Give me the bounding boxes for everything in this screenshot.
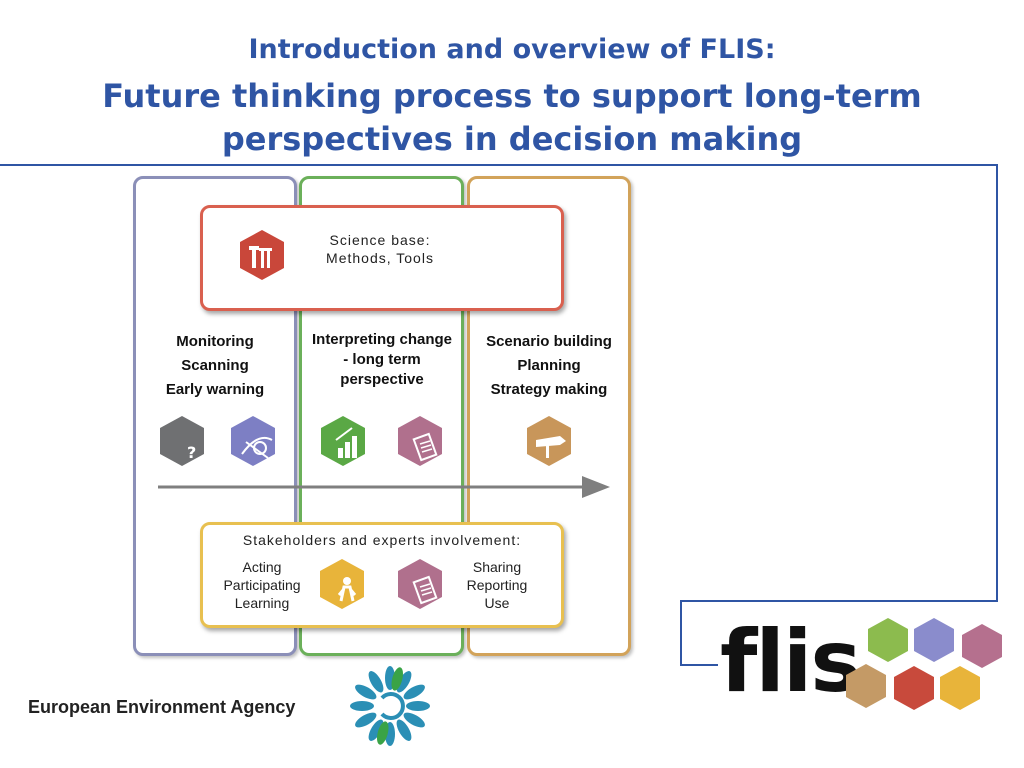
svg-text:?: ? bbox=[187, 443, 196, 462]
heading-line: Early warning bbox=[165, 381, 265, 398]
column-heading-monitoring: Monitoring Scanning Early warning bbox=[140, 330, 290, 402]
title-line-2b: perspectives in decision making bbox=[221, 120, 803, 158]
growth-chart-icon bbox=[321, 416, 365, 466]
eea-logo-icon bbox=[350, 666, 430, 746]
flis-hexagons-logo bbox=[846, 618, 1002, 710]
heading-line: - long term bbox=[343, 351, 421, 368]
flis-logo-text: flis bbox=[720, 612, 862, 712]
heading-line: perspective bbox=[340, 371, 424, 388]
heading-line: Interpreting change bbox=[311, 331, 453, 348]
stakeholders-right-list: Sharing Reporting Use bbox=[452, 558, 542, 612]
title-line-2a: Future thinking process to support long-… bbox=[102, 77, 922, 115]
column-heading-interpreting: Interpreting change - long term perspect… bbox=[300, 330, 464, 390]
agency-name: European Environment Agency bbox=[28, 697, 296, 717]
science-base-title: Science base: bbox=[329, 232, 431, 248]
list-item: Reporting bbox=[466, 577, 528, 593]
frame-line-left-drop bbox=[680, 600, 682, 666]
heading-line: Scenario building bbox=[486, 333, 612, 350]
title-line-2: Future thinking process to support long-… bbox=[0, 75, 1024, 161]
column-heading-scenario: Scenario building Planning Strategy maki… bbox=[470, 330, 628, 402]
frame-line-stub bbox=[680, 664, 718, 666]
title-line-1: Introduction and overview of FLIS: bbox=[248, 34, 776, 65]
tools-icon bbox=[240, 230, 284, 280]
list-item: Acting bbox=[242, 559, 282, 575]
heading-line: Scanning bbox=[181, 357, 249, 374]
stakeholders-left-list: Acting Participating Learning bbox=[212, 558, 312, 612]
list-item: Learning bbox=[234, 595, 290, 611]
list-item: Participating bbox=[223, 577, 301, 593]
radar-icon bbox=[231, 416, 275, 466]
science-base-text: Science base: Methods, Tools bbox=[300, 231, 460, 267]
list-item: Use bbox=[484, 595, 510, 611]
frame-line-lower bbox=[680, 600, 998, 602]
person-icon bbox=[320, 559, 364, 609]
report-icon bbox=[398, 559, 442, 609]
heading-line: Strategy making bbox=[490, 381, 608, 398]
signpost-icon bbox=[527, 416, 571, 466]
frame-line-right bbox=[996, 164, 998, 602]
list-item: Sharing bbox=[472, 559, 522, 575]
stakeholders-heading: Stakeholders and experts involvement: bbox=[242, 532, 522, 548]
question-icon: ? bbox=[160, 416, 204, 466]
frame-line-top bbox=[0, 164, 998, 166]
stakeholders-box bbox=[200, 522, 564, 628]
clipboard-icon bbox=[398, 416, 442, 466]
heading-line: Planning bbox=[517, 357, 581, 374]
science-base-subtitle: Methods, Tools bbox=[326, 250, 434, 266]
timeline-arrow bbox=[158, 476, 610, 498]
heading-line: Monitoring bbox=[176, 333, 254, 350]
